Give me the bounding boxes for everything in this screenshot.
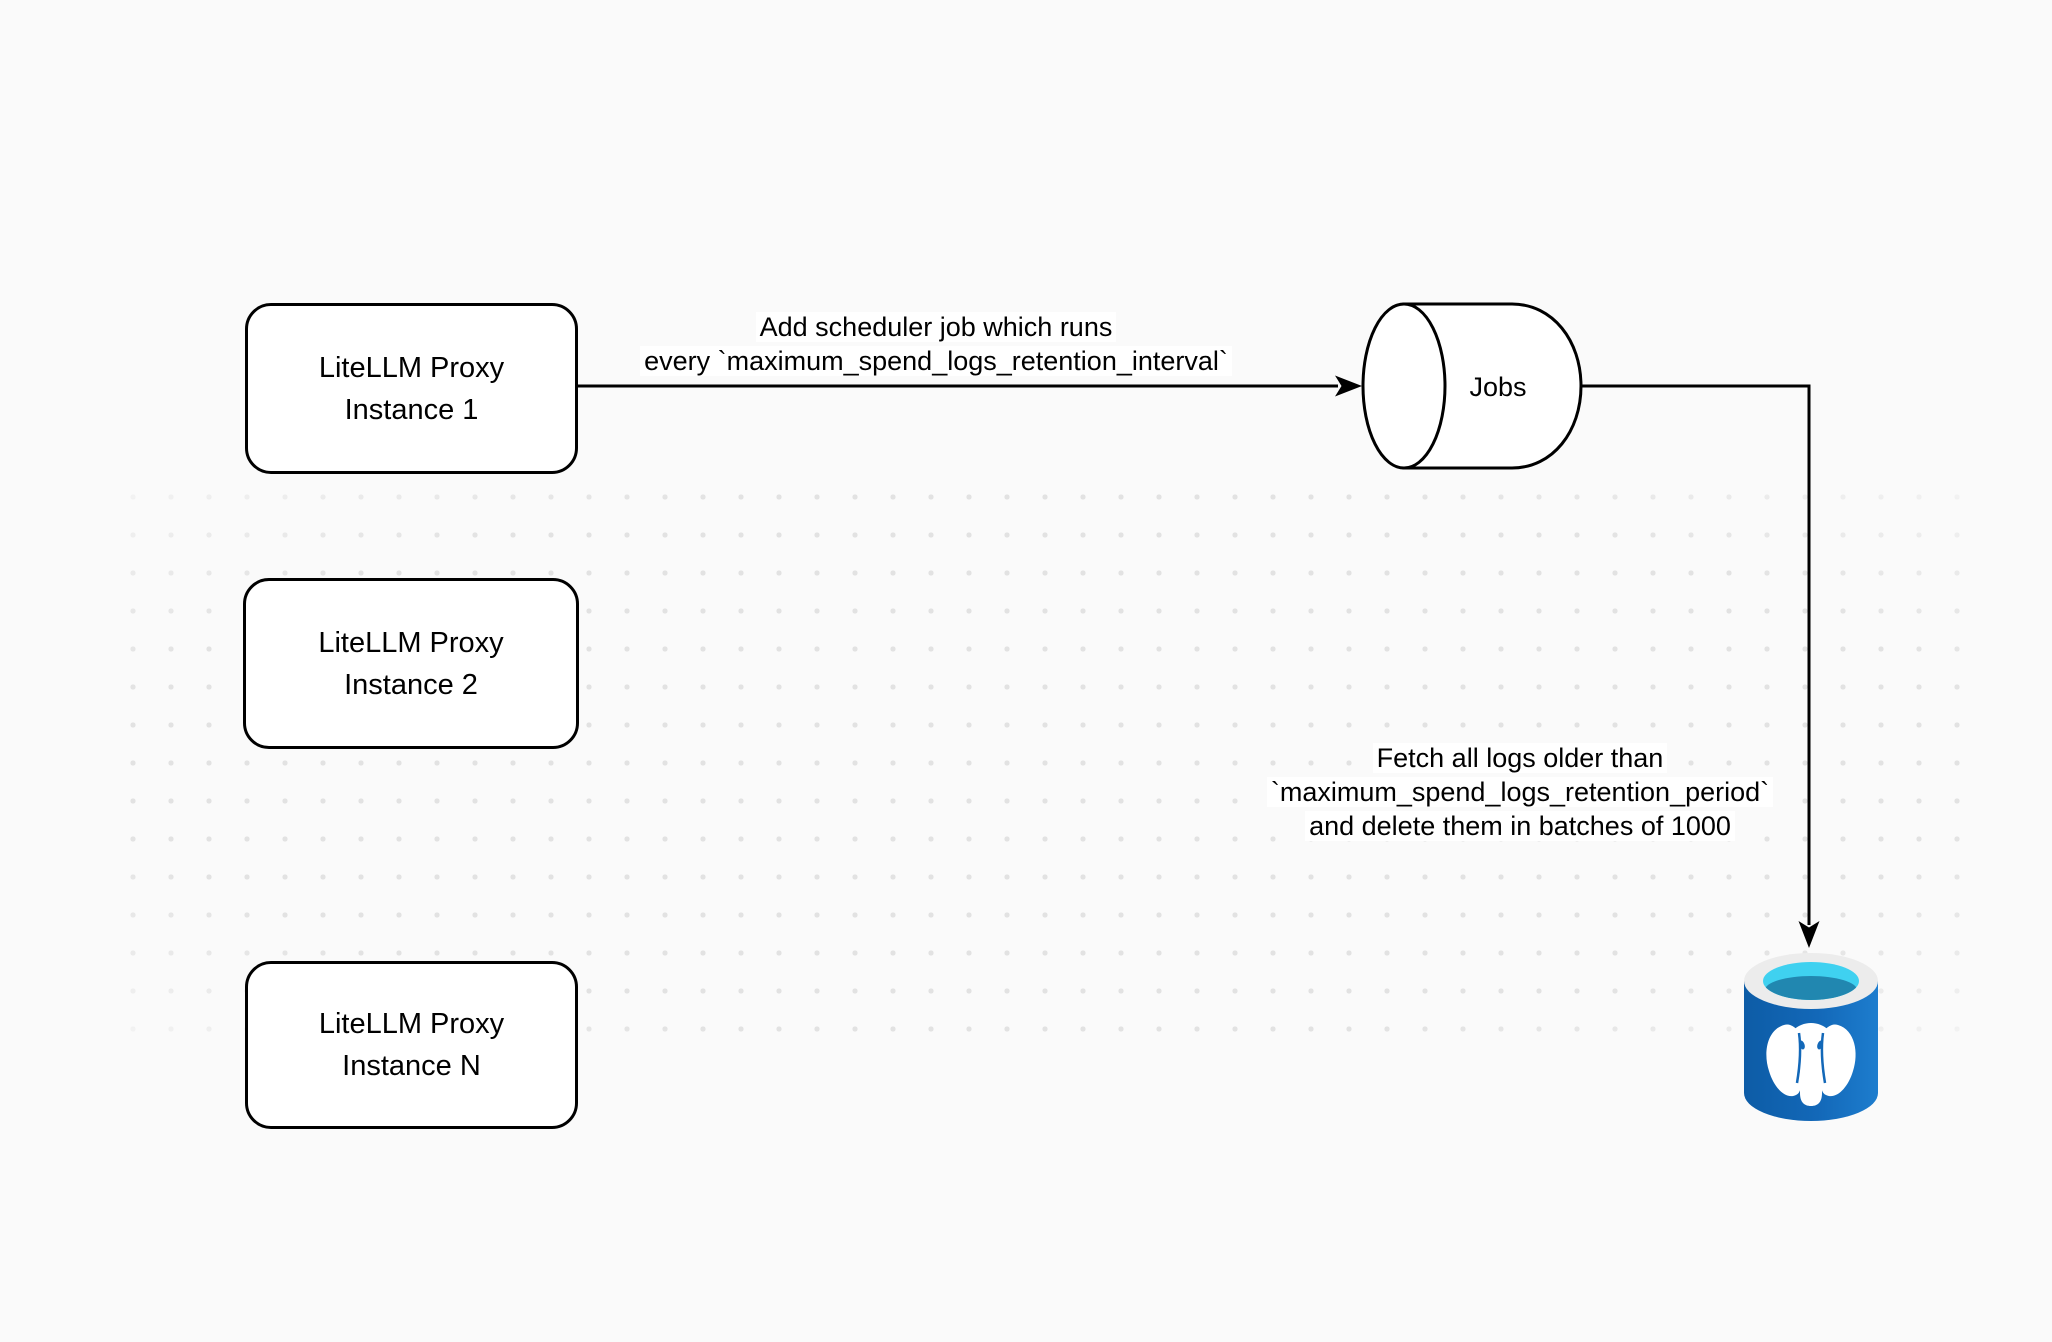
node-label: LiteLLM Proxy: [318, 626, 504, 659]
node-litellm-proxy-instance-1: LiteLLM Proxy Instance 1: [245, 303, 578, 474]
arrow-jobs-to-database: [1582, 384, 1811, 925]
jobs-label: Jobs: [1469, 372, 1526, 402]
elephant-eyes: [1799, 1040, 1823, 1050]
dot-grid-background: [114, 478, 1978, 1048]
node-label: LiteLLM Proxy: [318, 1008, 505, 1040]
jobs-cylinder-cap: [1361, 302, 1447, 470]
node-jobs-queue: Jobs: [1361, 302, 1583, 470]
edge-label-line: Add scheduler job which runs: [755, 312, 1117, 342]
node-litellm-proxy-instance-n: LiteLLM Proxy Instance N: [245, 961, 578, 1129]
node-litellm-proxy-instance-2: LiteLLM Proxy Instance 2: [243, 578, 579, 749]
arrowhead-jobs-to-database: [1798, 921, 1820, 948]
edge-label-fetch-delete-logs: Fetch all logs older than `maximum_spend…: [1220, 741, 1820, 843]
arrowhead-proxy1-to-jobs: [1335, 375, 1362, 397]
edge-label-line: every `maximum_spend_logs_retention_inte…: [640, 346, 1232, 376]
edge-label-line: Fetch all logs older than: [1372, 743, 1668, 773]
elephant-detail-lines: [1795, 1032, 1827, 1084]
node-label: Instance 2: [344, 668, 478, 701]
node-label: Instance 1: [344, 393, 479, 426]
jobs-cylinder-body: [1402, 302, 1583, 470]
edge-label-line: and delete them in batches of 1000: [1305, 811, 1735, 841]
db-cylinder-inner-shade: [1765, 976, 1857, 1000]
edge-label-scheduler-job: Add scheduler job which runs every `maxi…: [586, 310, 1286, 378]
edge-label-line: `maximum_spend_logs_retention_period`: [1266, 777, 1774, 807]
node-label: Instance N: [342, 1050, 481, 1082]
node-label: LiteLLM Proxy: [318, 351, 505, 384]
postgresql-database-icon: [1744, 953, 1878, 1121]
